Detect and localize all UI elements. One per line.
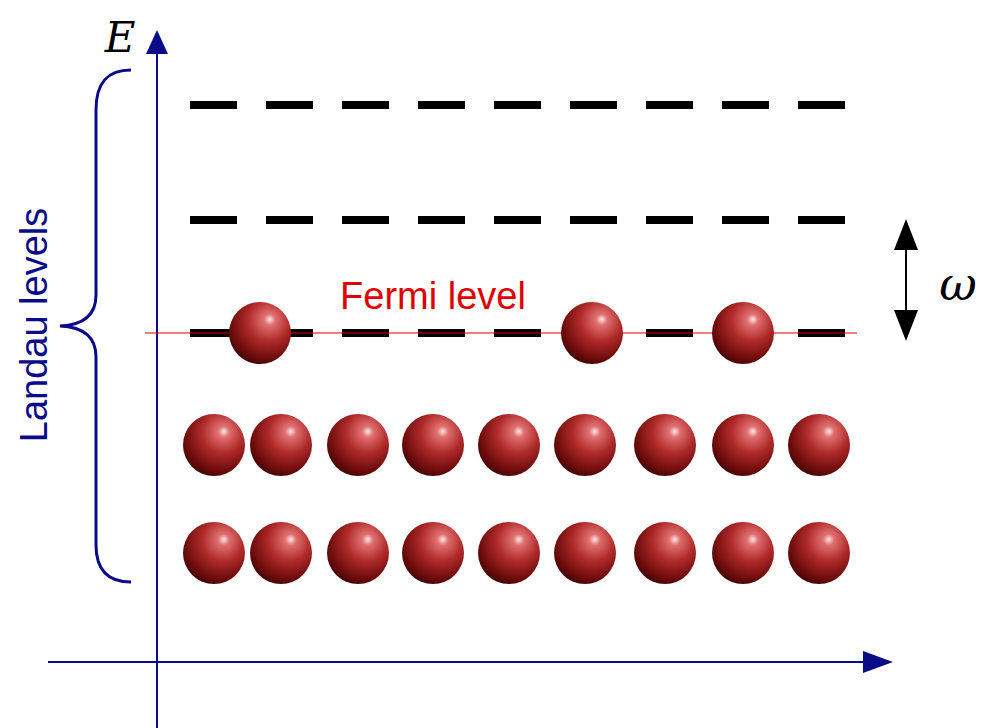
fermi-label: Fermi level (340, 277, 526, 315)
spacing-label: ω (939, 261, 977, 307)
electrons (183, 302, 850, 584)
spacing-arrow (894, 219, 918, 341)
brace-label: Landau levels (15, 208, 53, 443)
landau-level-lines (190, 105, 845, 333)
axes (48, 30, 893, 728)
axis-label: E (105, 17, 136, 59)
brace (60, 70, 131, 582)
